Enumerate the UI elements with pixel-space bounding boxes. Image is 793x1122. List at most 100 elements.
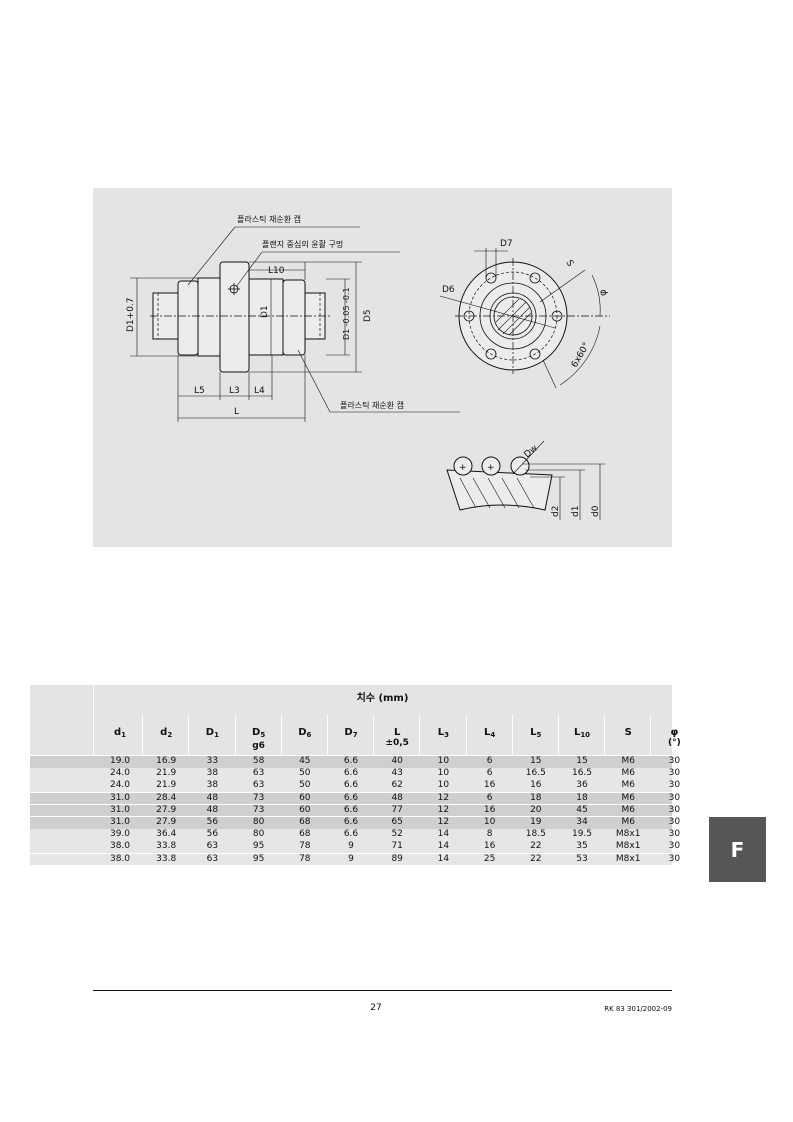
table-cell: 63 — [206, 841, 219, 852]
table-cell: 63 — [252, 780, 265, 791]
table-cell: 24.0 — [109, 768, 131, 779]
table-cell: 25 — [483, 853, 496, 864]
column-separator — [511, 715, 513, 755]
column-header: D6 — [282, 727, 328, 741]
table-cell: 28.4 — [156, 792, 177, 803]
column-header-label: S — [624, 727, 632, 738]
column-header: D7 — [328, 727, 374, 741]
table-cell: 89 — [391, 853, 403, 864]
table-cell: 45 — [299, 756, 311, 766]
table-cell: 12 — [437, 817, 450, 827]
table-cell: 40 — [391, 756, 403, 766]
dim-d0: d0 — [591, 505, 601, 517]
table-cell: 10 — [437, 768, 450, 779]
table-cell: 53 — [576, 853, 588, 864]
table-cell: 6 — [486, 768, 493, 779]
table-cell: 77 — [391, 804, 403, 815]
table-cell: 19.0 — [109, 756, 131, 766]
column-header-label: L — [394, 727, 401, 738]
table-cell: 6.6 — [343, 780, 359, 791]
table-cell: 16 — [530, 780, 542, 791]
column-separator — [142, 715, 144, 755]
table-cell: 48 — [206, 804, 219, 815]
table-cell: 68 — [299, 829, 311, 840]
table-cell: 21.9 — [156, 768, 177, 779]
table-cell: 18 — [530, 792, 542, 803]
column-header-subscript: 7 — [352, 731, 358, 739]
column-separator — [604, 715, 606, 755]
column-header-subscript: 6 — [306, 731, 312, 739]
column-separator — [650, 715, 652, 755]
table-cell: 95 — [252, 853, 265, 864]
table-cell: 71 — [391, 841, 403, 852]
table-cell: 62 — [391, 780, 403, 791]
column-separator — [465, 715, 467, 755]
table-cell: 10 — [483, 817, 496, 827]
column-header-label: D — [298, 727, 307, 738]
table-cell: 73 — [252, 804, 265, 815]
table-cell: 15 — [576, 756, 588, 766]
table-cell: M6 — [621, 768, 635, 779]
column-header-label: L — [530, 727, 537, 738]
column-header-subscript: 3 — [444, 731, 450, 739]
dim-d1: D1 — [260, 305, 270, 318]
table-cell: 16.5 — [571, 768, 593, 779]
table-cell: 16.9 — [156, 756, 177, 766]
callout-recirculation-cap-top: 플라스틱 재순환 캡 — [237, 214, 301, 224]
table-cell: 73 — [252, 792, 265, 803]
section-tab[interactable]: F — [709, 817, 766, 882]
column-header: L10 — [559, 727, 605, 741]
table-cell: 16.5 — [525, 768, 546, 779]
table-cell: 58 — [252, 756, 265, 766]
table-cell: 95 — [252, 841, 265, 852]
table-title: 치수 (mm) — [356, 693, 409, 704]
table-cell: 31.0 — [109, 817, 131, 827]
table-cell: 30 — [668, 817, 681, 827]
column-header-note: ±0,5 — [385, 738, 409, 748]
table-cell: 52 — [391, 829, 403, 840]
table-cell: 38 — [206, 780, 219, 791]
table-cell: 30 — [668, 756, 681, 766]
table-cell: 14 — [437, 829, 450, 840]
column-header: d2 — [143, 727, 189, 741]
table-cell: 38.0 — [109, 853, 131, 864]
column-header: D1 — [189, 727, 235, 741]
table-cell: 34 — [576, 817, 588, 827]
table-cell: 6.6 — [343, 829, 359, 840]
table-cell: 16 — [483, 841, 496, 852]
column-header-label: D — [252, 727, 261, 738]
table-cell: 50 — [299, 780, 311, 791]
table-cell: M8x1 — [615, 853, 641, 864]
column-header-note: (°) — [668, 738, 681, 748]
table-cell: 35 — [576, 841, 588, 852]
table-cell: 78 — [299, 853, 311, 864]
table-cell: 30 — [668, 841, 681, 852]
column-header-subscript: 10 — [580, 731, 591, 739]
table-cell: 24.0 — [109, 780, 131, 791]
table-cell: 16 — [483, 780, 496, 791]
table-cell: 20 — [530, 804, 542, 815]
table-cell: 15 — [530, 756, 542, 766]
dim-d7: D7 — [500, 239, 513, 249]
column-header: L4 — [467, 727, 513, 741]
table-cell: 30 — [668, 829, 681, 840]
column-separator — [373, 715, 375, 755]
table-cell: 33.8 — [156, 853, 177, 864]
table-cell: 30 — [668, 792, 681, 803]
dim-l: L — [234, 407, 239, 417]
table-cell: 9 — [348, 841, 354, 852]
column-header-subscript: 4 — [490, 731, 496, 739]
column-separator — [327, 715, 328, 755]
column-header: d1 — [97, 727, 143, 741]
column-separator — [558, 715, 559, 755]
table-cell: 31.0 — [109, 804, 131, 815]
callout-lubrication-hole: 플랜지 중심의 윤활 구멍 — [262, 239, 343, 249]
table-cell: 14 — [437, 853, 450, 864]
table-cell: 30 — [668, 768, 681, 779]
